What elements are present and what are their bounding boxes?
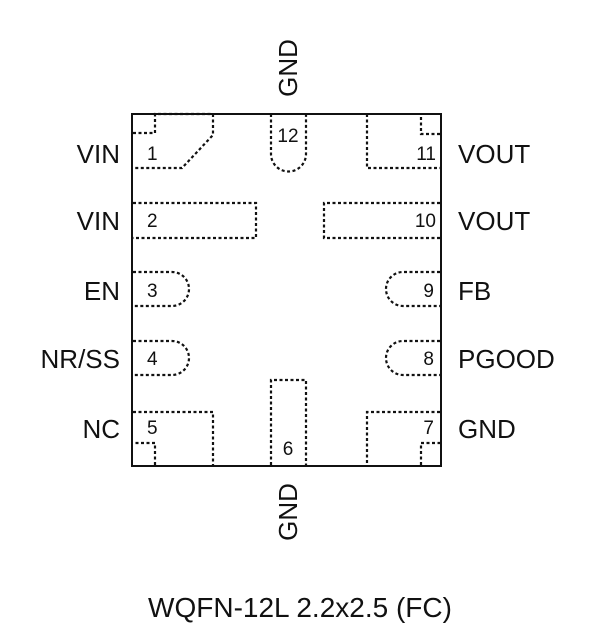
pin-name-5: NC — [82, 414, 120, 444]
pin-number-3: 3 — [147, 281, 158, 302]
pin-number-11: 11 — [416, 144, 436, 165]
pin-name-10: VOUT — [458, 206, 530, 236]
pad-10 — [322, 201, 440, 240]
pin-number-7: 7 — [423, 418, 434, 439]
pin-name-8: PGOOD — [458, 344, 555, 374]
pin-number-2: 2 — [147, 211, 158, 232]
pin-name-4: NR/SS — [41, 344, 120, 374]
pad-9 — [384, 270, 440, 308]
package-caption: WQFN-12L 2.2x2.5 (FC) — [148, 592, 452, 623]
pin-number-9: 9 — [423, 281, 434, 302]
pin-name-1: VIN — [77, 139, 120, 169]
pin-number-5: 5 — [147, 418, 158, 439]
pad-2 — [133, 201, 258, 240]
pin-name-2: VIN — [77, 206, 120, 236]
pad-11 — [365, 114, 440, 170]
pin-number-10: 10 — [415, 211, 436, 232]
package-outline — [131, 113, 442, 467]
pad-8 — [384, 339, 440, 377]
pad-12 — [269, 114, 308, 173]
pin-name-11: VOUT — [458, 139, 530, 169]
pin-number-4: 4 — [147, 349, 158, 370]
pad-6 — [269, 378, 308, 465]
pad-4 — [133, 339, 191, 377]
pin-name-7: GND — [458, 414, 516, 444]
pad-7 — [365, 410, 440, 465]
pin-number-1: 1 — [147, 144, 158, 165]
pad-3 — [133, 270, 191, 308]
pin-name-12: GND — [273, 39, 303, 97]
pin-number-12: 12 — [277, 126, 298, 147]
pad-1 — [133, 112, 215, 170]
pin-number-6: 6 — [283, 439, 294, 460]
pin-number-8: 8 — [423, 349, 434, 370]
pin-name-6: GND — [273, 483, 303, 541]
pad-5 — [133, 410, 215, 465]
pin-name-3: EN — [84, 276, 120, 306]
pin-name-9: FB — [458, 276, 491, 306]
